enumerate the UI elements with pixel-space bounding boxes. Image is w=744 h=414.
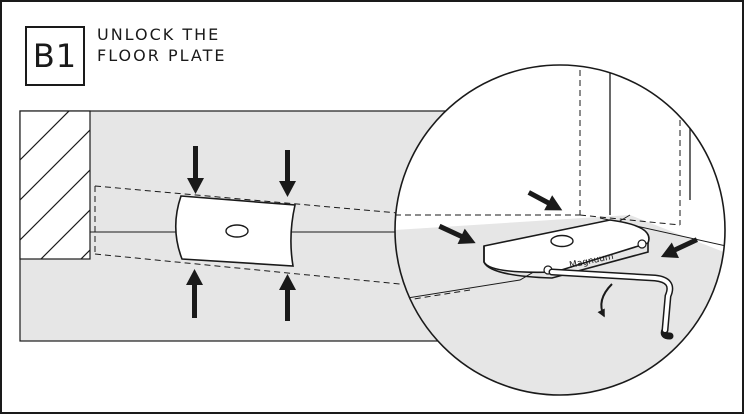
right-arrow-icon (438, 223, 476, 245)
floor-plate-top-view (174, 195, 296, 267)
right-arrow-icon (527, 190, 563, 211)
press-arrows-3d (438, 190, 698, 258)
wall (19, 110, 91, 260)
floor-plate-3d: Magnuum (483, 219, 650, 279)
up-arrow-icon (186, 269, 203, 318)
step-title: UNLOCK THE FLOOR PLATE (97, 24, 226, 66)
step-badge: B1 (25, 26, 85, 86)
hex-key-icon (548, 268, 674, 340)
rotation-arrow-icon (597, 283, 613, 318)
down-arrow-icon (279, 150, 296, 197)
step-title-line-2: FLOOR PLATE (97, 46, 227, 65)
zoom-circle-outline (394, 64, 726, 396)
press-arrows-top-view (186, 146, 296, 321)
guide-lines (94, 185, 421, 287)
up-arrow-icon (279, 274, 296, 321)
zoom-detail: Magnuum (394, 64, 726, 396)
step-title-line-1: UNLOCK THE (97, 25, 221, 44)
down-arrow-icon (187, 146, 204, 194)
left-arrow-icon (660, 237, 698, 258)
floor-surface (19, 110, 451, 342)
